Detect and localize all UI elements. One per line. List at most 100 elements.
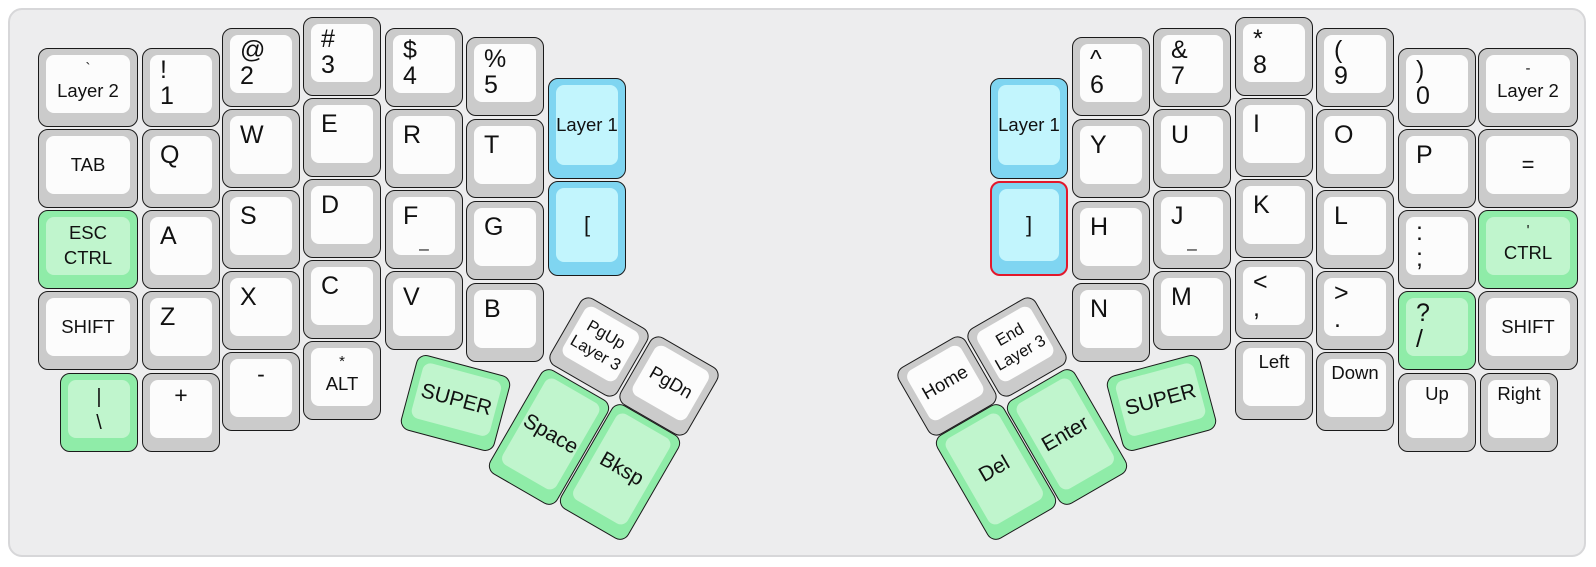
key-t[interactable]: T <box>466 119 544 198</box>
key-label: PgDn <box>645 361 697 403</box>
key-i[interactable]: I <box>1235 98 1313 177</box>
key-label: + <box>174 382 188 408</box>
key-label: 5 <box>484 71 498 99</box>
keycap: V <box>393 278 455 336</box>
key-label: > <box>1334 279 1349 307</box>
key-label: SUPER <box>418 379 495 421</box>
key-label: 6 <box>1090 71 1104 99</box>
key-label: Up <box>1425 383 1449 404</box>
key-label: - <box>1525 60 1531 77</box>
key-x[interactable]: X <box>222 271 300 350</box>
key-r[interactable]: R <box>385 109 463 188</box>
key-n[interactable]: N <box>1072 283 1150 362</box>
key-caret-6[interactable]: ^6 <box>1072 37 1150 116</box>
key-left-bracket[interactable]: [ <box>548 181 626 276</box>
key-label: Z <box>160 303 176 331</box>
key-label: SHIFT <box>1501 315 1555 337</box>
key-label: Left <box>1258 351 1290 372</box>
key-lparen-9[interactable]: (9 <box>1316 28 1394 107</box>
keycap: !1 <box>150 55 212 113</box>
key-right-shift[interactable]: SHIFT <box>1478 291 1578 370</box>
key-label: Layer 2 <box>57 80 119 102</box>
keycap: L <box>1324 197 1386 255</box>
key-label: ( <box>1334 36 1343 64</box>
key-v[interactable]: V <box>385 271 463 350</box>
key-star-8[interactable]: *8 <box>1235 17 1313 96</box>
key-a[interactable]: A <box>142 210 220 289</box>
key-equals[interactable]: = <box>1478 129 1578 208</box>
keycap: ?/ <box>1406 298 1468 356</box>
key-question-slash[interactable]: ?/ <box>1398 291 1476 370</box>
key-c[interactable]: C <box>303 260 381 339</box>
key-at-2[interactable]: @2 <box>222 28 300 107</box>
key-label: Right <box>1497 383 1541 404</box>
key-w[interactable]: W <box>222 109 300 188</box>
key-q[interactable]: Q <box>142 129 220 208</box>
key-amp-7[interactable]: &7 <box>1153 28 1231 107</box>
key-arrow-up[interactable]: Up <box>1398 373 1476 452</box>
key-g[interactable]: G <box>466 201 544 280</box>
key-left-layer1[interactable]: Layer 1 <box>548 78 626 179</box>
key-label: 8 <box>1253 51 1267 79</box>
key-label: < <box>1253 268 1268 296</box>
keycap: SHIFT <box>1486 298 1570 356</box>
keycap: N <box>1080 290 1142 348</box>
key-b[interactable]: B <box>466 283 544 362</box>
key-lt-comma[interactable]: <, <box>1235 260 1313 339</box>
key-l[interactable]: L <box>1316 190 1394 269</box>
key-f[interactable]: F_ <box>385 190 463 269</box>
key-e[interactable]: E <box>303 98 381 177</box>
key-quote-ctrl[interactable]: 'CTRL <box>1478 210 1578 289</box>
keycap: Layer 1 <box>556 85 618 165</box>
key-label: Bksp <box>595 447 648 491</box>
key-p[interactable]: P <box>1398 129 1476 208</box>
key-plus[interactable]: + <box>142 373 220 452</box>
key-y[interactable]: Y <box>1072 119 1150 198</box>
key-label: J <box>1171 202 1184 230</box>
key-arrow-down[interactable]: Down <box>1316 352 1394 431</box>
key-right-bracket[interactable]: ] <box>990 181 1068 276</box>
key-label: ] <box>1025 212 1033 237</box>
key-label: Down <box>1331 362 1379 383</box>
key-right-layer1[interactable]: Layer 1 <box>990 78 1068 179</box>
key-backtick-layer2[interactable]: `Layer 2 <box>38 48 138 127</box>
key-minus[interactable]: - <box>222 352 300 431</box>
key-label: @ <box>240 36 266 64</box>
key-excl-1[interactable]: !1 <box>142 48 220 127</box>
key-label: 9 <box>1334 62 1348 90</box>
key-pct-5[interactable]: %5 <box>466 37 544 116</box>
key-colon-semicolon[interactable]: :; <box>1398 210 1476 289</box>
key-pipe-backslash[interactable]: |\ <box>60 373 138 452</box>
key-o[interactable]: O <box>1316 109 1394 188</box>
key-gt-period[interactable]: >. <box>1316 271 1394 350</box>
keycap: -Layer 2 <box>1486 55 1570 113</box>
keycap: SHIFT <box>46 298 130 356</box>
keycap: K <box>1243 186 1305 244</box>
key-dollar-4[interactable]: $4 <box>385 28 463 107</box>
key-rparen-0[interactable]: )0 <box>1398 48 1476 127</box>
key-s[interactable]: S <box>222 190 300 269</box>
key-label: CTRL <box>1503 242 1553 264</box>
key-z[interactable]: Z <box>142 291 220 370</box>
key-label: B <box>484 295 501 323</box>
key-u[interactable]: U <box>1153 109 1231 188</box>
key-arrow-left[interactable]: Left <box>1235 341 1313 420</box>
key-d[interactable]: D <box>303 179 381 258</box>
key-arrow-right[interactable]: Right <box>1480 373 1558 452</box>
key-m[interactable]: M <box>1153 271 1231 350</box>
key-label: = <box>1521 152 1535 177</box>
key-label: 0 <box>1416 82 1430 110</box>
key-label: * <box>1253 25 1263 53</box>
key-k[interactable]: K <box>1235 179 1313 258</box>
key-label: # <box>321 25 335 53</box>
key-h[interactable]: H <box>1072 201 1150 280</box>
key-left-shift[interactable]: SHIFT <box>38 291 138 370</box>
key-label: G <box>484 213 504 241</box>
key-hash-3[interactable]: #3 <box>303 17 381 96</box>
keycap: @2 <box>230 35 292 93</box>
key-star-alt[interactable]: *ALT <box>303 341 381 420</box>
key-minus-layer2[interactable]: -Layer 2 <box>1478 48 1578 127</box>
key-tab[interactable]: TAB <box>38 129 138 208</box>
key-j[interactable]: J_ <box>1153 190 1231 269</box>
